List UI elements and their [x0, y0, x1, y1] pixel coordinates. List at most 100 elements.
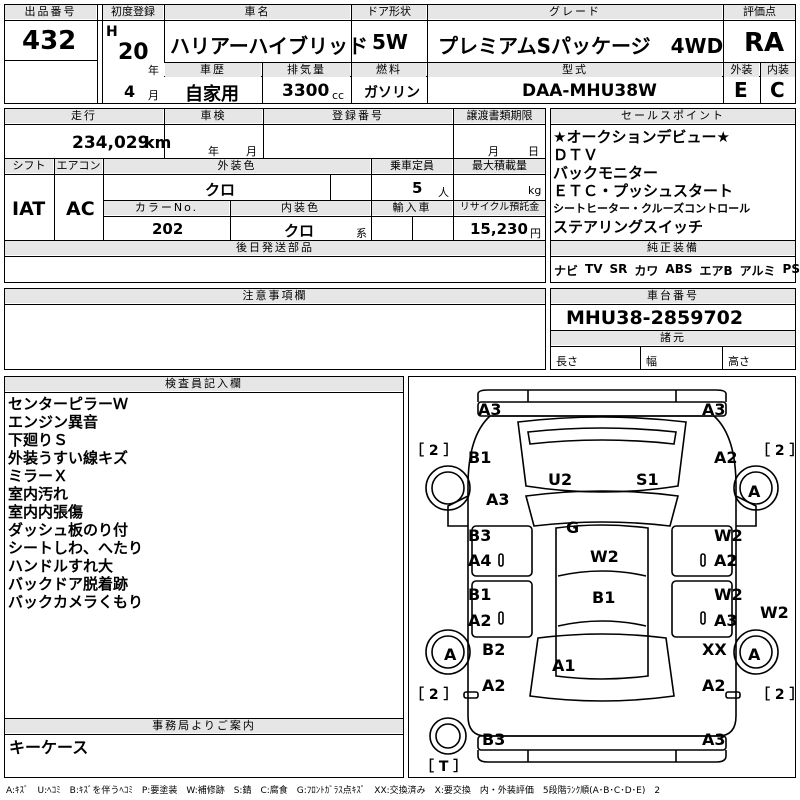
era: H — [106, 24, 118, 40]
int-score: C — [770, 78, 785, 102]
history: 自家用 — [185, 84, 239, 105]
load-unit: kg — [528, 184, 542, 197]
equipment-item: TV — [585, 262, 603, 276]
inspector-line: 室内汚れ — [8, 485, 69, 503]
damage-roof-rear: B1 — [592, 588, 616, 607]
damage-rr-door1: W2 — [714, 585, 743, 604]
chassis-box — [550, 288, 796, 370]
sales-label: セールスポイント — [551, 109, 795, 123]
damage-hood-u2: U2 — [548, 470, 573, 489]
grade: プレミアムSパッケージ 4WD — [438, 34, 724, 58]
seats-label: 乗車定員 — [372, 159, 452, 173]
inspector-line: シートしわ、へたり — [8, 539, 144, 557]
damage-rl-quarter: A2 — [482, 676, 506, 695]
mileage-label: 走行 — [5, 109, 163, 123]
inspect-month: 月 — [246, 145, 257, 158]
damage-fr-door1: W2 — [714, 526, 743, 545]
damage-fl-door2: A4 — [468, 551, 492, 570]
ext-score: E — [734, 78, 748, 102]
ext-label: 外装 — [724, 63, 759, 77]
inspector-box — [4, 376, 404, 778]
tire-front-right: ［ 2 ］ — [756, 443, 800, 459]
caution-box — [4, 288, 546, 370]
sales-line: シートヒーター・クルーズコントロール — [553, 202, 751, 215]
damage-rl-door2: A2 — [468, 611, 492, 630]
ac: AC — [66, 198, 95, 220]
intcolor-unit: 系 — [356, 227, 367, 240]
equipment-item: PS — [782, 262, 800, 276]
deadline-label: 譲渡書類期限 — [454, 109, 545, 123]
equipment-label: 純正装備 — [551, 241, 795, 255]
model: DAA-MHU38W — [522, 81, 657, 101]
damage-front-right: A3 — [702, 400, 726, 419]
sales-lines: ★オークションデビュー★ ＤＴＶ バックモニター ＥＴＣ・プッシュスタート シー… — [553, 128, 793, 236]
inspect-year: 年 — [208, 145, 219, 158]
legend: A:ｷｽﾞ U:ﾍｺﾐ B:ｷｽﾞを伴うﾍｺﾐ P:要塗装 W:補修跡 S:錆 … — [6, 786, 661, 796]
details-table — [4, 108, 546, 283]
door-type: 5W — [372, 30, 408, 54]
lot-label: 出品番号 — [5, 5, 96, 19]
history-label: 車歴 — [165, 63, 261, 77]
later-label: 後日発送部品 — [5, 241, 545, 255]
name-label: 車名 — [165, 5, 350, 19]
mileage: 234,029 — [72, 133, 150, 153]
diagram-box — [408, 376, 796, 778]
deadline-day: 日 — [528, 145, 539, 158]
interior-color: クロ — [284, 222, 315, 240]
damage-rl-fender: B2 — [482, 640, 506, 659]
intcolor-label: 内装色 — [231, 201, 370, 215]
office-label: 事務局よりご案内 — [5, 719, 403, 733]
equipment-list: ナビ TV SR カワ ABS エアB アルミ PS PW — [554, 262, 800, 279]
damage-fl-door1: B3 — [468, 526, 492, 545]
seats-unit: 人 — [438, 186, 449, 199]
inspector-line: 外装うすい線キズ — [8, 449, 129, 467]
chassis-number: MHU38-2859702 — [566, 307, 744, 329]
sales-line: ＤＴＶ — [553, 146, 599, 164]
damage-rl-wheel: A — [444, 645, 457, 664]
door-label: ドア形状 — [352, 5, 426, 19]
sales-line: ステアリングスイッチ — [553, 218, 704, 236]
inspector-notes: センターピラーＷ エンジン異音 下廻りＳ 外装うすい線キズ ミラーＸ 室内汚れ … — [8, 395, 398, 611]
month-unit: 月 — [148, 89, 159, 102]
spare-tire: ［ T ］ — [420, 759, 468, 775]
tire-rear-left: ［ 2 ］ — [410, 687, 458, 703]
damage-fr-fender: A2 — [714, 448, 738, 467]
damage-rr-wheel: A — [748, 645, 761, 664]
office-text: キーケース — [9, 738, 89, 757]
damage-fr-wheel: A — [748, 482, 761, 501]
fuel: ガソリン — [364, 85, 420, 101]
damage-rl-door1: B1 — [468, 585, 492, 604]
recycle-label: リサイクル預託金 — [454, 201, 545, 215]
grade-label: グレード — [428, 5, 722, 19]
fuel-label: 燃料 — [352, 63, 426, 77]
plate-label: 登録番号 — [264, 109, 452, 123]
equipment-item: エアB — [699, 264, 733, 278]
tire-rear-right: ［ 2 ］ — [756, 687, 800, 703]
caution-label: 注意事項欄 — [5, 289, 545, 303]
int-label: 内装 — [761, 63, 795, 77]
colorno-label: カラーNo. — [104, 201, 229, 215]
mileage-unit: km — [144, 133, 172, 152]
equipment-item: ナビ — [554, 264, 579, 278]
disp-label: 排気量 — [263, 63, 350, 77]
damage-rear-glass: A1 — [552, 656, 576, 675]
inspector-line: センターピラーＷ — [8, 395, 129, 413]
reg-year: 20 — [118, 40, 149, 65]
ac-label: エアコン — [55, 159, 102, 173]
sales-box — [550, 108, 796, 283]
inspector-line: ハンドルすれ大 — [8, 557, 114, 575]
sales-line: ＥＴＣ・プッシュスタート — [553, 182, 734, 200]
disp-unit: cc — [332, 89, 345, 102]
damage-hood-s1: S1 — [636, 470, 659, 489]
damage-roof-mid: W2 — [590, 547, 619, 566]
year-unit: 年 — [148, 64, 159, 77]
inspector-line: エンジン異音 — [8, 413, 99, 431]
sales-line: ★オークションデビュー★ — [553, 128, 730, 146]
recycle-fee: 15,230 — [470, 220, 528, 238]
load-label: 最大積載量 — [454, 159, 545, 173]
damage-rr-quarter: A2 — [702, 676, 726, 695]
dims-label: 諸元 — [551, 331, 795, 345]
tire-front-left: ［ 2 ］ — [410, 443, 458, 459]
color: クロ — [205, 181, 236, 199]
deadline-month: 月 — [488, 145, 499, 158]
